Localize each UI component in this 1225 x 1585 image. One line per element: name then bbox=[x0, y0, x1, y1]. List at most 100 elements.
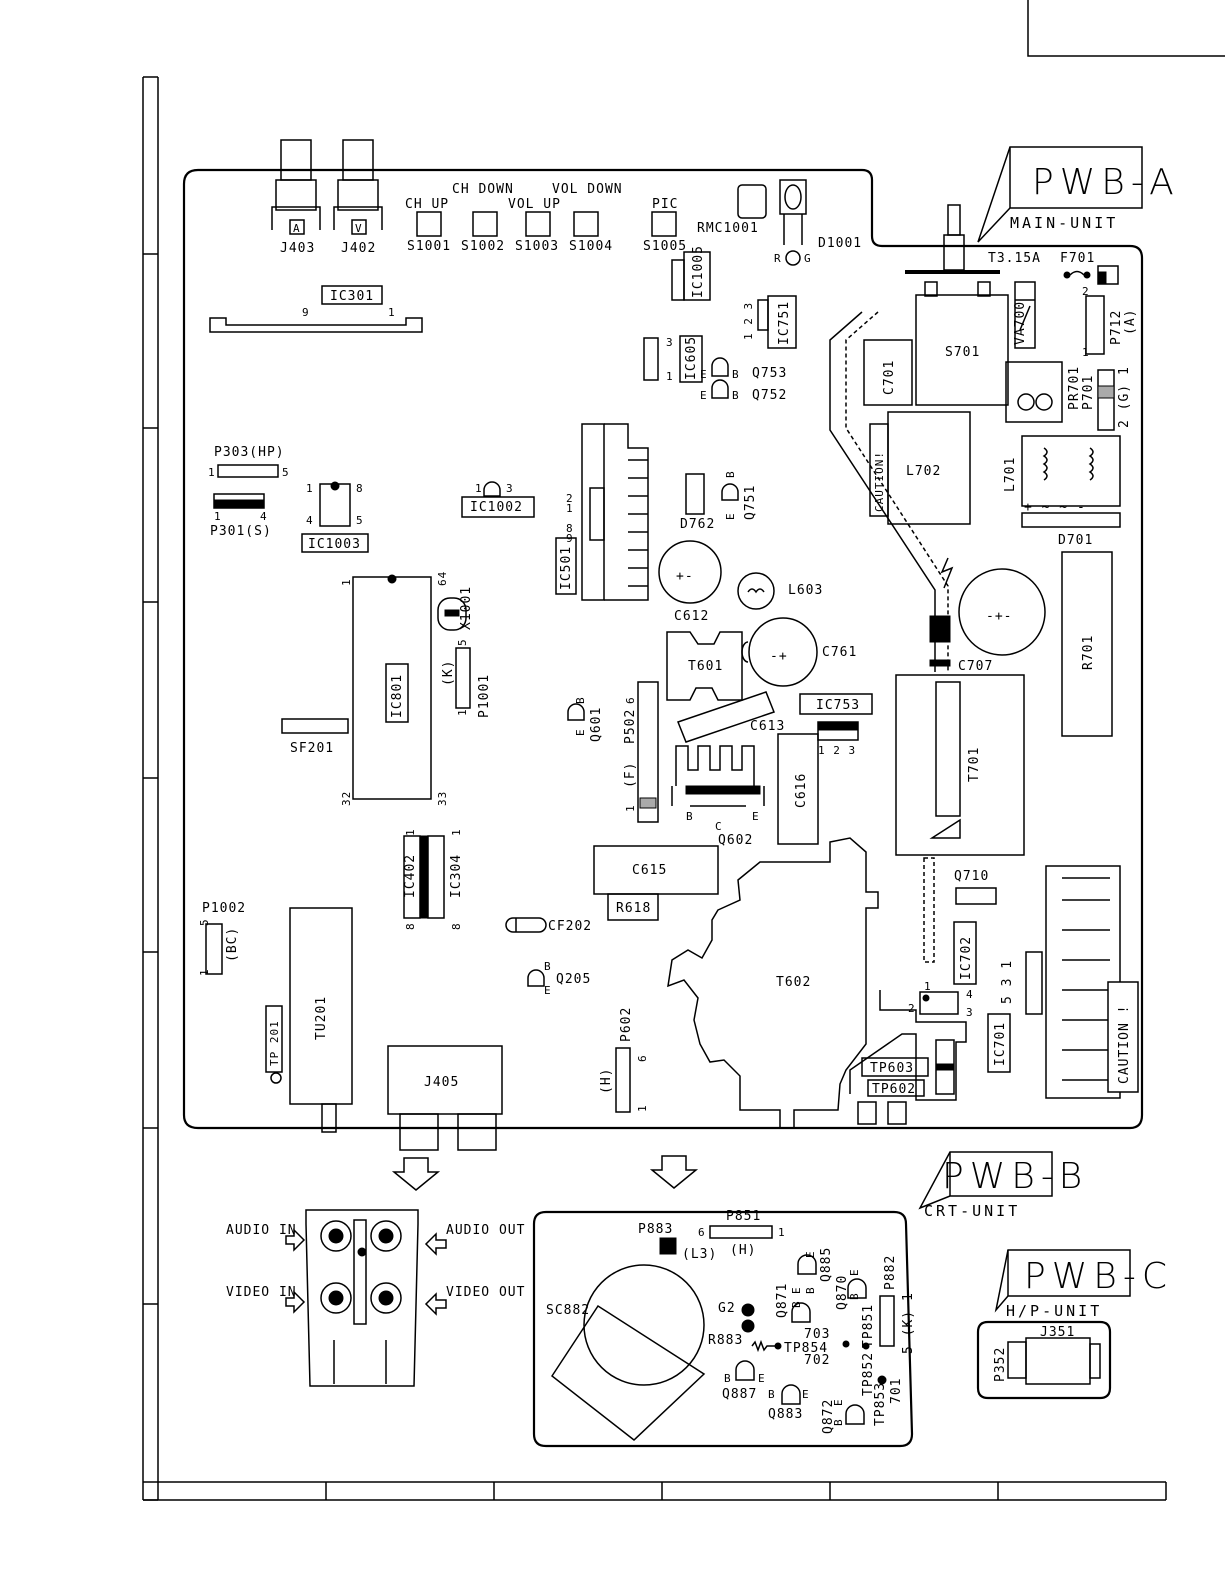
caution-1: CAUTION! bbox=[873, 451, 886, 512]
q885-label: Q885 bbox=[819, 1247, 834, 1282]
audio-in-label: AUDIO IN bbox=[226, 1223, 297, 1238]
video-in-label: VIDEO IN bbox=[226, 1285, 297, 1300]
j403-label: J403 bbox=[280, 241, 315, 256]
svg-text:-+: -+ bbox=[770, 649, 788, 664]
p712-p2: 2 bbox=[1082, 285, 1090, 298]
q753-b: B bbox=[732, 368, 740, 381]
p1001-k: (K) bbox=[441, 660, 456, 686]
pin-label: 2 bbox=[908, 1002, 916, 1015]
q205-b: B bbox=[544, 960, 552, 973]
p712-label: P712 bbox=[1109, 310, 1124, 345]
c761-label: C761 bbox=[822, 645, 857, 660]
video-out-label: VIDEO OUT bbox=[446, 1285, 525, 1300]
r701-label: R701 bbox=[1081, 635, 1096, 670]
p502-f: (F) bbox=[623, 762, 638, 788]
ic304-p8: 8 bbox=[450, 922, 463, 930]
lower-main-section: TU201 TP 201 T602 1 4 2 3 TP603 TP602 IC… bbox=[265, 837, 1139, 1151]
p1002-p1: 1 bbox=[198, 968, 211, 976]
tp603-label: TP603 bbox=[870, 1061, 914, 1076]
ic702-label: IC702 bbox=[959, 936, 974, 980]
svg-text:+-: +- bbox=[676, 569, 694, 584]
pwb-a-subtitle: MAIN-UNIT bbox=[1010, 214, 1118, 232]
f701-label: F701 bbox=[1060, 251, 1095, 266]
q752-e: E bbox=[700, 389, 708, 402]
d1001-label: D1001 bbox=[818, 236, 862, 251]
ic1003-label: IC1003 bbox=[308, 537, 361, 552]
q751-e: E bbox=[724, 512, 737, 520]
d1001-r: R bbox=[774, 252, 782, 265]
p502-label: P502 bbox=[623, 709, 638, 744]
q871-label: Q871 bbox=[775, 1283, 790, 1318]
p883-l3: (L3) bbox=[682, 1247, 717, 1262]
ic402-p1: 1 bbox=[404, 828, 417, 836]
ic751-label: IC751 bbox=[777, 301, 792, 345]
ic801-p1: 1 bbox=[340, 578, 353, 586]
pin-label: 4 bbox=[966, 988, 974, 1001]
ic304-p1: 1 bbox=[450, 828, 463, 836]
c707-label: C707 bbox=[958, 659, 993, 674]
rmc1001-label: RMC1001 bbox=[697, 221, 759, 236]
q883-e: E bbox=[802, 1388, 810, 1401]
q602-e: E bbox=[752, 810, 760, 823]
q887-b: B bbox=[724, 1372, 732, 1385]
p301-label: P301(S) bbox=[210, 524, 272, 539]
q883-b: B bbox=[768, 1388, 776, 1401]
t602-label: T602 bbox=[776, 975, 811, 990]
pwb-b-title: PWB-B bbox=[942, 1156, 1088, 1197]
d701-label: D701 bbox=[1058, 533, 1093, 548]
p883-label: P883 bbox=[638, 1222, 673, 1237]
tp854-label: TP854 bbox=[784, 1341, 828, 1356]
pwb-c-subtitle: H/P-UNIT bbox=[1006, 1302, 1102, 1320]
ic402-p8: 8 bbox=[404, 922, 417, 930]
ic301-p1: 1 bbox=[388, 306, 396, 319]
tp201-label: TP 201 bbox=[268, 1020, 281, 1066]
q885-b: B bbox=[804, 1286, 817, 1294]
ic753-pins: 1 2 3 bbox=[818, 744, 856, 757]
ic301-p9: 9 bbox=[302, 306, 310, 319]
ic751-pins: 1 2 3 bbox=[742, 302, 755, 340]
q870-label: Q870 bbox=[835, 1275, 850, 1310]
q710-label: Q710 bbox=[954, 869, 989, 884]
c612-label: C612 bbox=[674, 609, 709, 624]
p1001-label: P1001 bbox=[477, 674, 492, 718]
tp853-label: TP853 bbox=[873, 1382, 888, 1426]
p712-a: (A) bbox=[1123, 309, 1138, 335]
q601-e: E bbox=[574, 728, 587, 736]
sc882-label: SC882 bbox=[546, 1303, 590, 1318]
av-jack-board: AUDIO IN AUDIO OUT VIDEO IN VIDEO OUT bbox=[226, 1209, 525, 1387]
ic753-label: IC753 bbox=[816, 698, 860, 713]
center-section: 1 64 32 33 IC801 X1001 5 1 (K) P1001 SF2… bbox=[198, 571, 1025, 997]
g2-label: G2 bbox=[718, 1301, 736, 1316]
q887-e: E bbox=[758, 1372, 766, 1385]
q753-label: Q753 bbox=[752, 366, 787, 381]
power-section: T3.15A F701 S701 C701 L702 CAUTION! VA70… bbox=[829, 204, 1138, 737]
q871-b: B bbox=[790, 1300, 803, 1308]
audio-out-label: AUDIO OUT bbox=[446, 1223, 525, 1238]
s701-label: S701 bbox=[945, 345, 980, 360]
pin-label: 1 bbox=[566, 502, 574, 515]
ch-up-label: CH UP bbox=[405, 197, 449, 212]
p502-p1: 1 bbox=[624, 804, 637, 812]
pin-label: 4 bbox=[306, 514, 314, 527]
pwb-a-title: PWB-A bbox=[1032, 162, 1180, 203]
tu201-label: TU201 bbox=[314, 996, 329, 1040]
ic301-label: IC301 bbox=[330, 289, 374, 304]
p701-g: 2 (G) 1 bbox=[1117, 366, 1132, 428]
pwb-b-subtitle: CRT-UNIT bbox=[924, 1202, 1020, 1220]
p602-h: (H) bbox=[599, 1068, 614, 1094]
ic402-label: IC402 bbox=[403, 854, 418, 898]
s1002-label: S1002 bbox=[461, 239, 505, 254]
main-board-outline bbox=[182, 168, 1144, 1130]
j403-mark: A bbox=[293, 222, 301, 235]
d701-sign: + ~ ~ - bbox=[1024, 500, 1086, 515]
q601-label: Q601 bbox=[589, 707, 604, 742]
ic801-label: IC801 bbox=[390, 674, 405, 718]
p882-k: 5 (K) 1 bbox=[901, 1292, 916, 1354]
down-arrows bbox=[391, 1155, 699, 1191]
p301-p1: 1 bbox=[214, 510, 222, 523]
s1005-label: S1005 bbox=[643, 239, 687, 254]
q752-b: B bbox=[732, 389, 740, 402]
upper-left-section: IC301 9 1 IC1005 1 2 3 IC751 3 1 IC605 E… bbox=[208, 245, 822, 624]
pin-label: 1 bbox=[924, 980, 932, 993]
p1001-p1: 1 bbox=[456, 708, 469, 716]
